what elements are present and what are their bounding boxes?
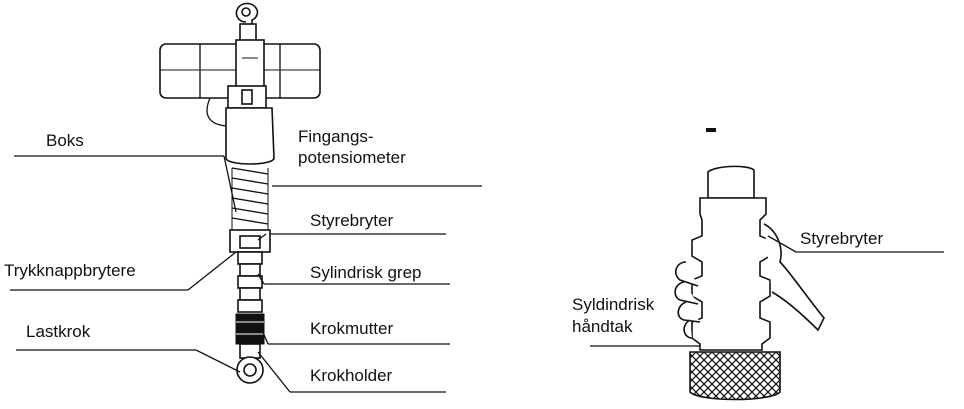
label-styrebryter-left: Styrebryter xyxy=(310,211,394,230)
label-trykknappbrytere: Trykknappbrytere xyxy=(4,261,136,280)
label-krokmutter: Krokmutter xyxy=(310,319,394,338)
label-handtak-line2: håndtak xyxy=(572,317,633,336)
leader-lines-right xyxy=(590,235,944,347)
hoist-illustration xyxy=(159,2,321,384)
label-krokholder: Krokholder xyxy=(310,366,393,385)
label-fingangs-line1: Fingangs- xyxy=(298,127,374,146)
label-handtak-line1: Syldindrisk xyxy=(572,295,655,314)
handle-illustration xyxy=(674,128,825,401)
label-fingangs-line2: potensiometer xyxy=(298,148,406,167)
label-lastkrok: Lastkrok xyxy=(26,322,91,341)
label-styrebryter-right: Styrebryter xyxy=(800,229,884,248)
leader-lines-left xyxy=(10,155,482,393)
label-boks: Boks xyxy=(46,131,84,150)
label-sylindrisk-grep: Sylindrisk grep xyxy=(310,263,422,282)
